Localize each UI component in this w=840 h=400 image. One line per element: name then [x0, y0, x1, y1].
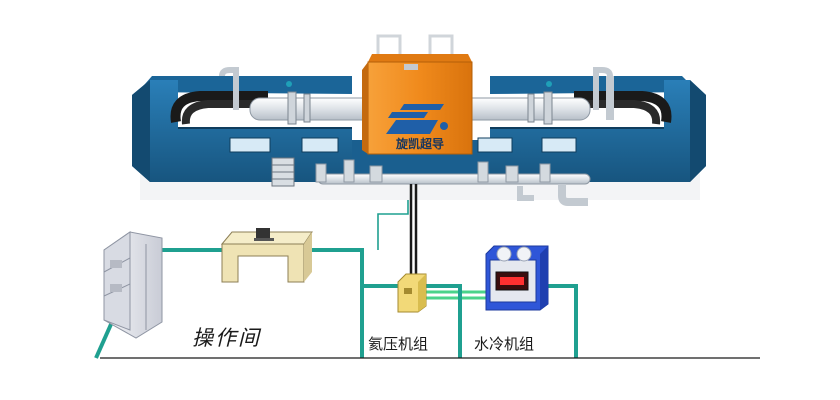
- water-chiller: [485, 245, 549, 311]
- control-cabinet: [103, 231, 163, 339]
- test-bench: 旋凯超导: [132, 34, 706, 206]
- front-panel-4: [541, 137, 577, 153]
- monitor: [256, 228, 270, 238]
- riser-right: [593, 67, 613, 110]
- frame-right: [490, 80, 706, 182]
- helium-unit-label: 氦压机组: [368, 335, 429, 353]
- frame-left: [132, 80, 352, 182]
- hose-left-1: [170, 91, 268, 123]
- helium-compressor: [397, 273, 427, 313]
- operation-room-label: 操作间: [192, 326, 261, 350]
- water-cooler-label: 水冷机组: [474, 335, 535, 353]
- operator-desk: [220, 228, 313, 283]
- front-panel-3: [477, 137, 513, 153]
- frame-right-side: [690, 80, 706, 182]
- hose-right-2: [566, 100, 661, 125]
- magnet-housing: 旋凯超导: [362, 34, 473, 155]
- hose-left-2: [181, 100, 276, 125]
- hose-right-1: [574, 91, 672, 123]
- brand-text: 旋凯超导: [395, 136, 444, 151]
- riser-left: [219, 67, 239, 110]
- xk-monogram-logo: [386, 104, 448, 134]
- frame-left-side: [132, 80, 150, 182]
- front-manifold: [315, 159, 591, 206]
- connection-cables: [377, 184, 490, 300]
- rear-wall-left: [138, 76, 352, 94]
- front-panel-1: [229, 137, 271, 153]
- front-panel-2: [301, 137, 339, 153]
